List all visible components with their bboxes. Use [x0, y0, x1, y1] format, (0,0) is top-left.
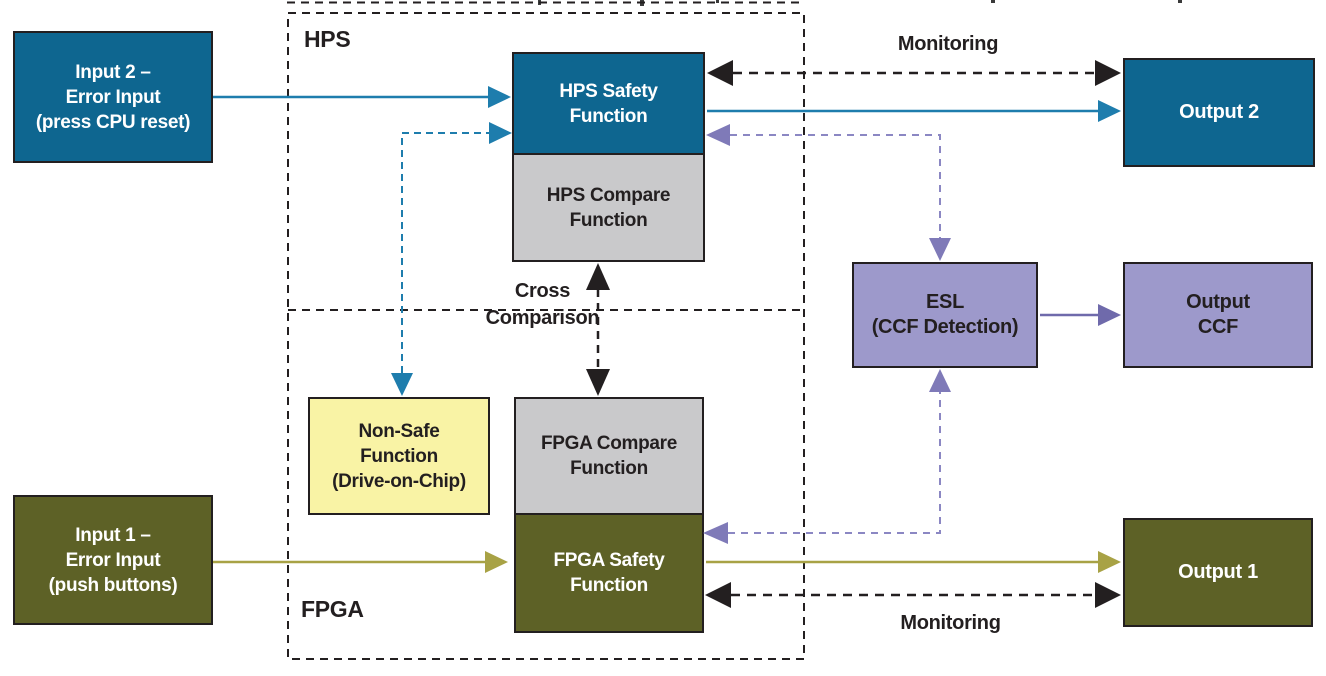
node-non-safe-line3: (Drive-on-Chip): [332, 470, 466, 492]
node-output-ccf-line2: CCF: [1197, 316, 1239, 338]
node-output-2: Output 2: [1123, 58, 1315, 167]
arrow-hps-safety-to-output2: [707, 100, 1121, 122]
cropped-text-fragment: [1178, 0, 1182, 3]
label-cross-comparison: Cross Comparison: [455, 278, 630, 332]
node-fpga-compare-line2: Function: [570, 458, 648, 479]
node-input-2-line2: Error Input: [65, 86, 161, 108]
arrow-esl-to-output-ccf: [1040, 304, 1121, 326]
label-monitoring-top: Monitoring: [897, 33, 999, 55]
arrow-input2-to-hps-safety: [213, 86, 511, 108]
node-input-1-line3: (push buttons): [48, 574, 178, 596]
node-esl-ccf-detection: ESL (CCF Detection): [852, 262, 1038, 368]
node-fpga-compare-line1: FPGA Compare: [540, 433, 678, 454]
node-fpga-safety-line2: Function: [570, 575, 648, 596]
label-cross-line1: Cross: [514, 280, 571, 302]
arrow-fpga-safety-to-output1: [706, 551, 1121, 573]
region-label-fpga: FPGA: [301, 596, 364, 622]
node-input-2: Input 2 – Error Input (press CPU reset): [13, 31, 213, 163]
node-input-1: Input 1 – Error Input (push buttons): [13, 495, 213, 625]
label-monitoring-bottom: Monitoring: [900, 612, 1001, 634]
label-cross-line2: Comparison: [485, 307, 600, 329]
arrow-dashed-hps-safety-nonsafe: [391, 122, 512, 396]
node-output-ccf-line1: Output: [1186, 291, 1250, 313]
node-input-2-line3: (press CPU reset): [35, 111, 191, 133]
arrow-input1-to-fpga-safety: [213, 551, 508, 573]
node-hps-safety-function: HPS Safety Function: [512, 52, 705, 155]
node-fpga-safety-function: FPGA Safety Function: [514, 513, 704, 633]
node-output-1-label: Output 1: [1178, 561, 1258, 583]
arrow-dashed-fpga-safety-esl: [703, 369, 951, 544]
arrow-monitoring-top: [707, 60, 1121, 86]
node-hps-compare-line2: Function: [569, 209, 648, 231]
node-non-safe-function: Non-Safe Function (Drive-on-Chip): [308, 397, 490, 515]
cropped-text-fragment: [716, 0, 719, 3]
node-hps-compare-line1: HPS Compare: [546, 184, 671, 206]
region-label-hps: HPS: [304, 26, 351, 52]
node-output-ccf: Output CCF: [1123, 262, 1313, 368]
node-fpga-safety-line1: FPGA Safety: [553, 550, 665, 571]
node-non-safe-line2: Function: [360, 445, 438, 467]
node-input-2-line1: Input 2 –: [75, 61, 151, 83]
node-hps-safety-line2: Function: [569, 105, 648, 127]
node-fpga-compare-function: FPGA Compare Function: [514, 397, 704, 515]
arrow-dashed-hps-safety-esl: [706, 124, 951, 261]
cropped-text-fragment: [538, 0, 541, 5]
node-input-1-line1: Input 1 –: [75, 524, 151, 546]
node-input-1-line2: Error Input: [65, 549, 161, 571]
node-esl-line1: ESL: [926, 291, 964, 313]
cropped-text-fragment: [640, 0, 644, 6]
node-output-1: Output 1: [1123, 518, 1313, 627]
node-hps-compare-function: HPS Compare Function: [512, 153, 705, 262]
node-non-safe-line1: Non-Safe: [358, 420, 440, 442]
arrow-monitoring-bottom: [705, 582, 1121, 608]
node-hps-safety-line1: HPS Safety: [559, 80, 658, 102]
node-output-2-label: Output 2: [1179, 101, 1259, 123]
node-esl-line2: (CCF Detection): [871, 316, 1019, 338]
cropped-text-fragment: [991, 0, 995, 3]
